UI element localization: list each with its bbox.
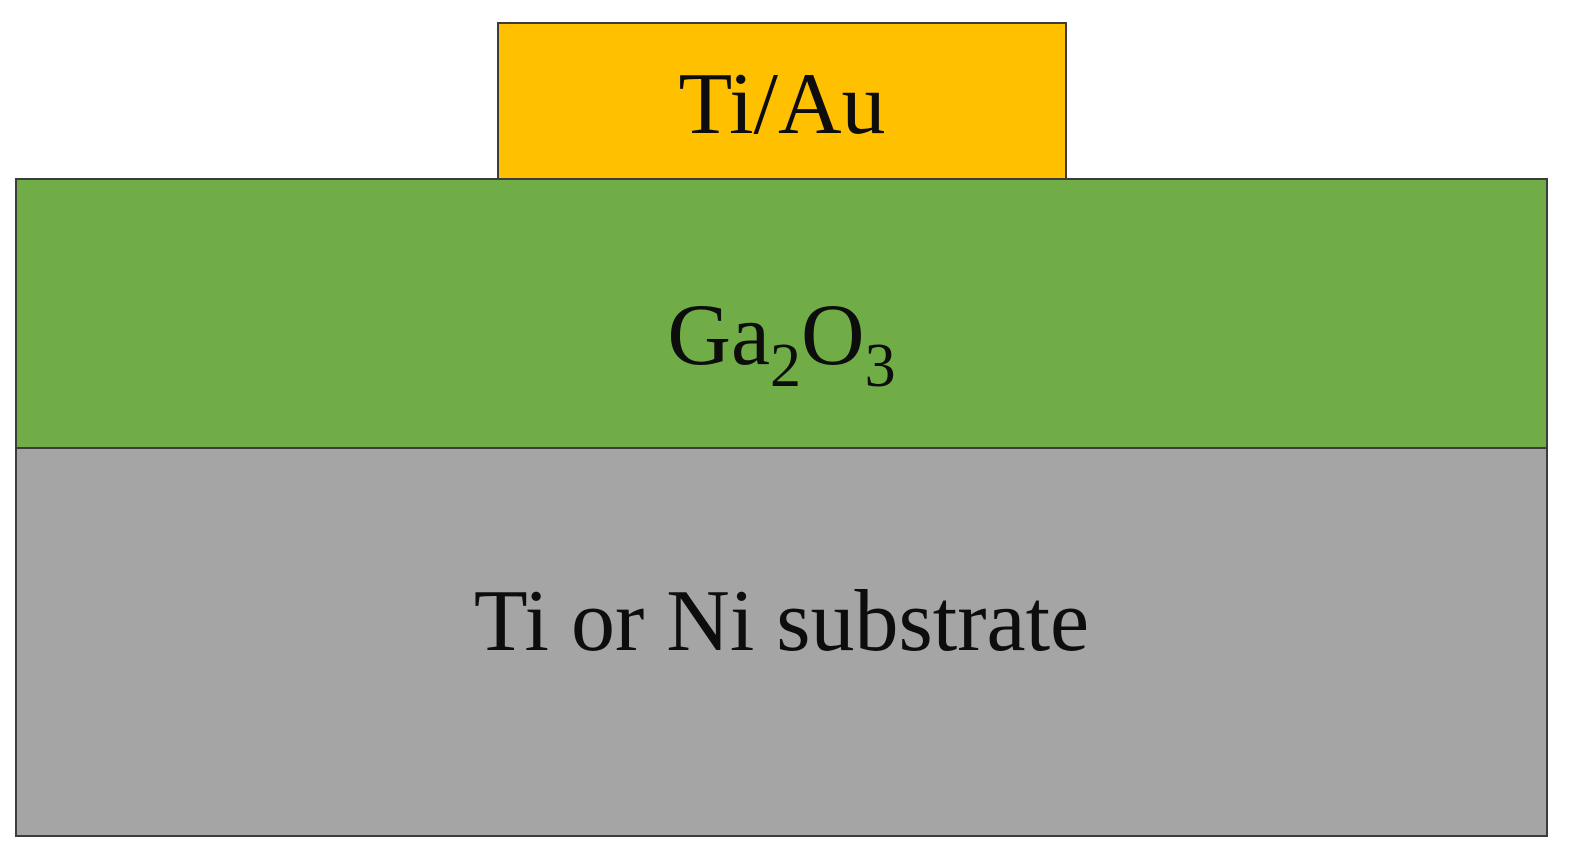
oxide-label-o: O <box>801 286 865 384</box>
substrate-layer-label: Ti or Ni substrate <box>473 573 1090 670</box>
oxide-layer-label: Ga2O3 <box>667 291 895 397</box>
contact-layer-ti-au: Ti/Au <box>497 22 1067 180</box>
oxide-label-sub-2: 2 <box>770 331 802 400</box>
oxide-layer-ga2o3: Ga2O3 <box>15 178 1548 449</box>
substrate-layer: Ti or Ni substrate <box>15 447 1548 837</box>
contact-layer-label: Ti/Au <box>678 56 886 153</box>
oxide-label-sub-3: 3 <box>864 331 896 400</box>
oxide-label-ga: Ga <box>667 286 771 384</box>
